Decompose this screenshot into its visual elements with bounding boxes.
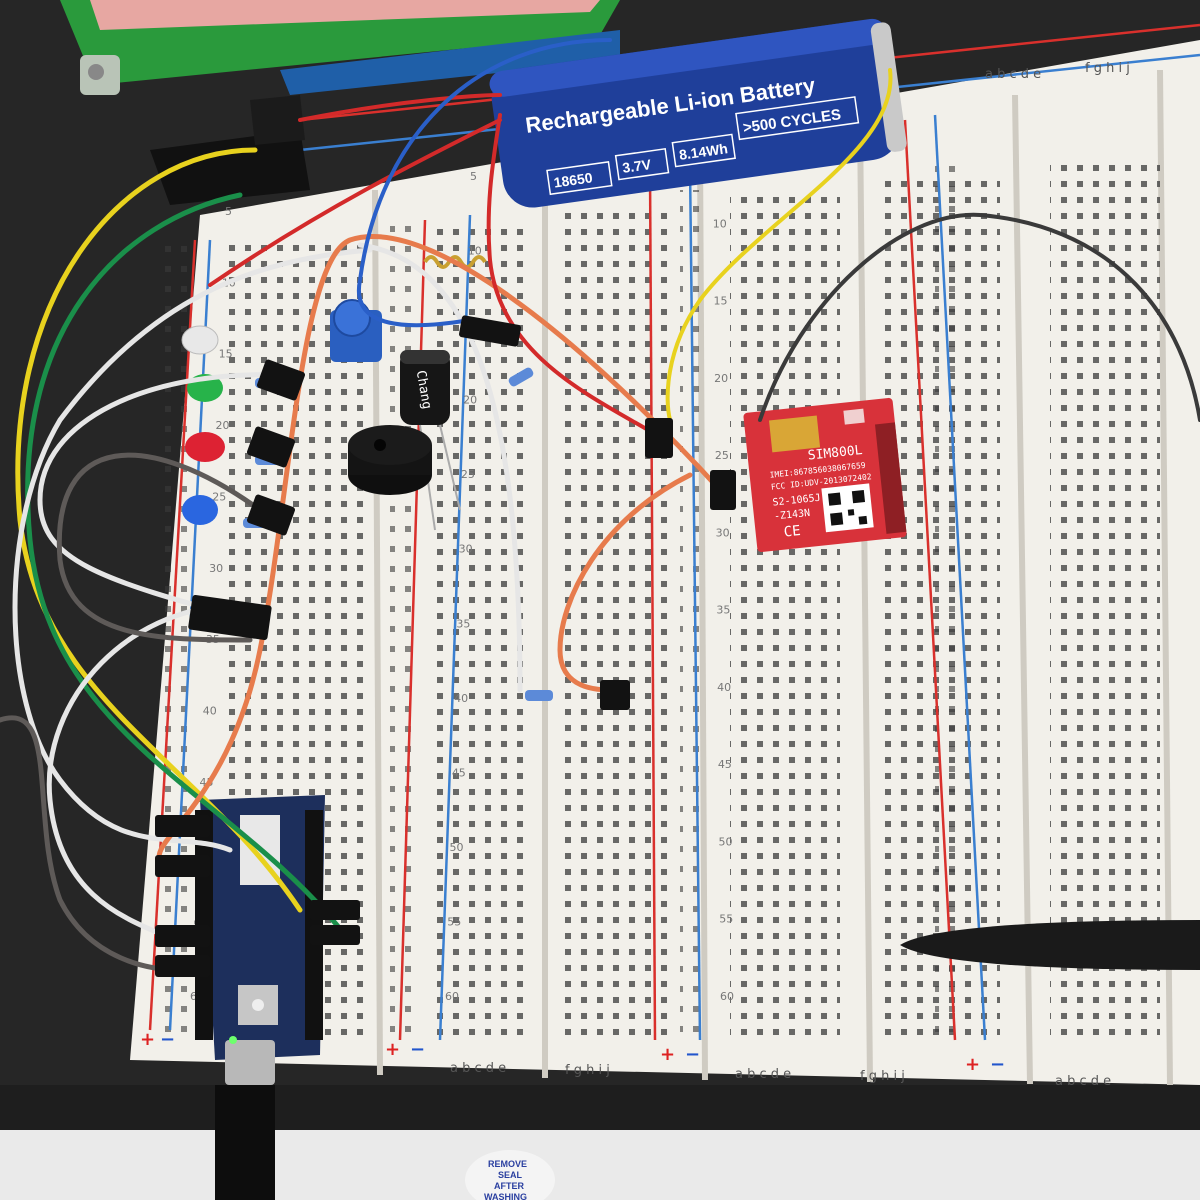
potentiometer [330,299,382,362]
li-ion-battery: Rechargeable Li-ion Battery >500 CYCLES … [489,18,907,208]
wire-gray [0,715,183,973]
module-code: S2-1065J [772,493,821,509]
battery-model: 18650 [553,169,594,190]
row-number: 60 [720,990,734,1003]
row-number: 45 [452,766,466,779]
rail-plus-label: + [965,1054,980,1075]
wire-gray [56,452,263,643]
row-number: 35 [716,604,730,617]
row-number: 10 [713,217,727,230]
wire-white [357,242,523,693]
column-letters-right: f g h i j [860,1069,905,1084]
wire-green [25,192,348,938]
row-number: 10 [468,245,482,258]
row-number-column: 51015202530354045505560 [712,140,734,1003]
row-number: 40 [717,681,731,694]
rail-minus-label: − [410,1039,425,1060]
row-number: 15 [713,295,727,308]
row-number: 55 [719,913,733,926]
resistor [508,367,534,387]
microcontroller-board [195,795,325,1085]
electrolytic-capacitor: Chang [400,350,461,531]
row-number: 50 [719,835,733,848]
row-number: 60 [445,990,459,1003]
tray-shadow [0,1085,1200,1130]
row-number: 55 [447,915,461,928]
jumper-wires [0,38,1200,973]
row-number: 35 [456,617,470,630]
rail-plus-label: + [660,1044,675,1065]
row-number: 30 [716,526,730,539]
row-number: 25 [212,490,226,503]
ce-mark: CE [783,523,801,541]
lcd-pcb [60,0,620,95]
leds [181,325,225,525]
column-letters-top: a b c d e [985,67,1041,82]
tag-line: REMOVE [488,1159,527,1169]
row-number: 40 [203,705,217,718]
row-number: 45 [718,758,732,771]
wire-antenna-black [758,212,1200,422]
row-number: 40 [454,692,468,705]
module-code: -Z143N [774,508,811,523]
row-number: 5 [470,170,477,183]
tag-line: SEAL [498,1170,523,1180]
wire-red [486,113,667,442]
wire-orange [156,234,723,863]
rail-plus-label: + [385,1039,400,1060]
rail-minus-label: − [685,1044,700,1065]
rail-minus-label: − [990,1054,1005,1075]
column-letters-right: f g h i j [565,1063,610,1078]
row-number: 20 [463,394,477,407]
tag-line: WASHING [484,1192,527,1200]
row-number: 15 [219,348,233,361]
jumper-connectors [155,315,736,977]
column-letters-left: a b c d e [450,1061,506,1076]
sim800l-gsm-module: SIM800L IMEI:867856038067659 FCC ID:UDV-… [743,397,907,553]
battery-voltage: 3.7V [621,156,652,176]
wire-yellow [665,68,893,422]
row-number: 30 [209,562,223,575]
wire-red [298,93,502,122]
care-tag: REMOVE SEAL AFTER WASHING [465,1150,555,1200]
column-letters-top: f g h i j [1085,61,1130,76]
rail-minus-label: − [160,1029,175,1050]
led-white [181,325,219,355]
wire-blue [356,38,612,328]
row-number: 30 [459,543,473,556]
qr-code [821,483,874,533]
pen [900,920,1200,970]
row-number: 50 [450,841,464,854]
wire-white [37,372,283,623]
wire-white [12,247,373,853]
column-letters-left: a b c d e [1055,1074,1111,1089]
wire-red [208,118,502,287]
row-number: 25 [715,449,729,462]
module-name: SIM800L [807,443,863,464]
column-letters-left: a b c d e [735,1067,791,1082]
wire-orange [557,472,693,693]
led-red [185,432,225,462]
row-number: 20 [215,419,229,432]
header-pins-block [150,95,310,205]
tag-line: AFTER [494,1181,524,1191]
capacitor-brand: Chang [413,369,435,410]
row-number: 25 [461,468,475,481]
spring-antenna [423,255,487,269]
wire-white [46,602,253,943]
usb-cable [215,1085,275,1200]
rail-plus-label: + [140,1029,155,1050]
row-number: 5 [225,205,232,218]
wire-yellow [15,147,303,913]
led-blue [182,495,218,525]
resistor [525,690,553,701]
buzzer [348,425,432,495]
row-number: 20 [714,372,728,385]
battery-energy: 8.14Wh [678,140,729,163]
